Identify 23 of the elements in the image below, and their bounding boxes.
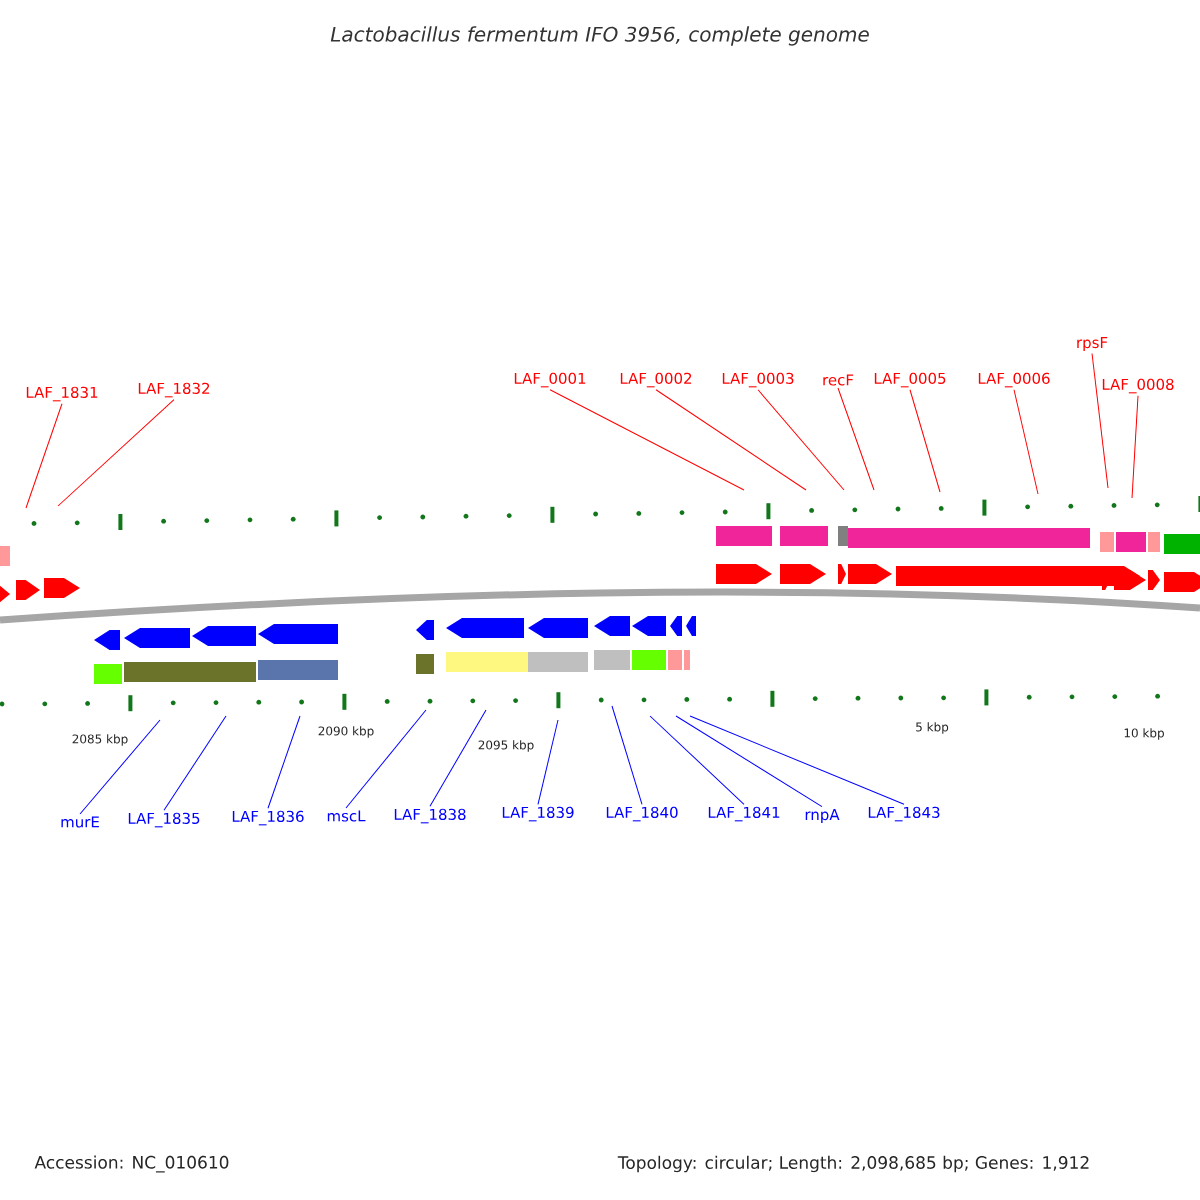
leader-line [79,719,161,815]
accession-text: Accession: NC_010610 [34,1155,229,1173]
leader-line [57,399,175,507]
title: Lactobacillus fermentum IFO 3956, complete genome [330,26,869,46]
leader-line [1091,352,1109,489]
leader-line [549,389,745,491]
leader-line [345,709,427,809]
leader-line [655,389,807,491]
genome-summary-text: Topology: circular; Length: 2,098,685 bp; Genes: 1,912 [617,1155,1089,1173]
leader-line [757,389,845,491]
leader-line [429,709,487,807]
leader-line [611,705,643,805]
leader-line [25,403,63,509]
leader-line [689,715,905,805]
leader-line [675,715,823,808]
leader-line [837,387,875,491]
leader-line [649,715,745,805]
leader-line [163,715,227,811]
leader-line [909,389,941,493]
leader-line [1013,389,1039,495]
leader-line [1131,395,1139,499]
leader-line [537,719,559,805]
leader-line [267,715,301,809]
